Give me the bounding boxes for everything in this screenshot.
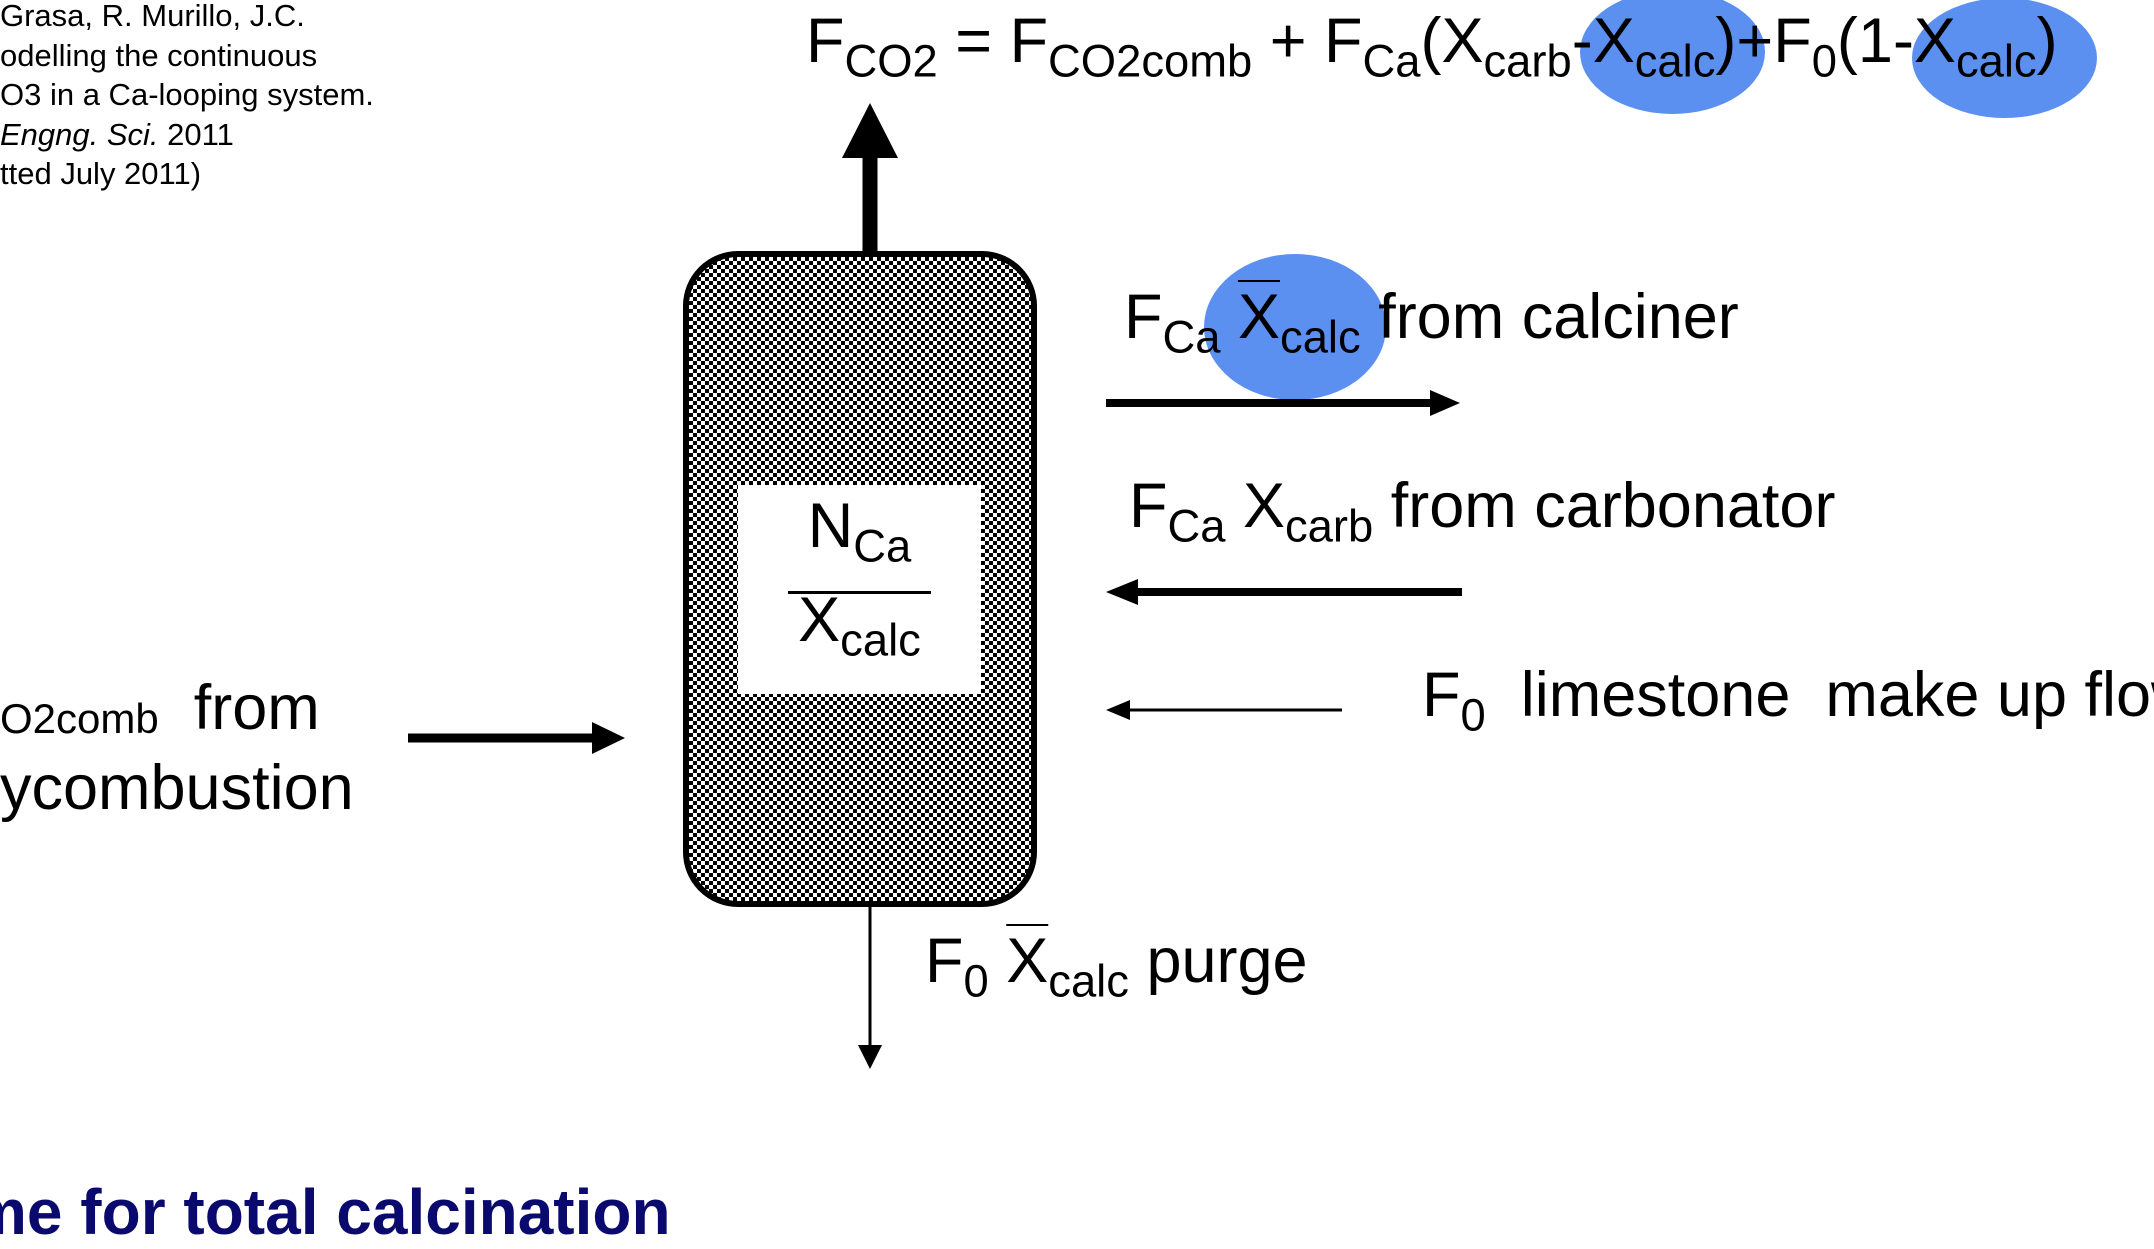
purge-flow-label: F0 Xcalc purge: [925, 926, 1308, 1007]
highlight-ellipse: [1580, 0, 1765, 114]
makeup-in-arrow: [1106, 700, 1342, 720]
fraction-denominator: Xcalc: [798, 585, 921, 666]
reference-citation: Grasa, R. Murillo, J.C. odelling the con…: [0, 0, 374, 194]
section-heading: me for total calcination: [0, 1176, 671, 1248]
ref-line: O3 in a Ca-looping system.: [0, 77, 374, 112]
ref-line: Grasa, R. Murillo, J.C.: [0, 0, 305, 33]
co2-outlet-arrow: [842, 103, 898, 252]
combustion-in-arrow: [408, 722, 625, 754]
makeup-flow-label: F0 limestone make up flow: [1422, 660, 2154, 741]
calciner-out-arrow: [1106, 390, 1460, 416]
combustion-flow-label: O2comb from ycombustion: [0, 673, 354, 823]
reactor-label-box: [738, 485, 981, 694]
ref-line: odelling the continuous: [0, 37, 318, 73]
fraction-bar: [788, 591, 931, 594]
carbonator-flow-label: FCa Xcarb from carbonator: [1129, 471, 1836, 552]
purge-arrow: [858, 905, 882, 1069]
ref-line: Engng. Sci. 2011: [0, 115, 374, 155]
carbonator-in-arrow: [1106, 579, 1462, 605]
fraction-numerator: NCa: [807, 491, 912, 572]
reactor-fraction: NCa Xcalc: [738, 490, 981, 666]
flow-arrows: [408, 103, 1462, 1069]
ref-line: tted July 2011): [0, 156, 202, 191]
highlight-ellipse: [1912, 0, 2097, 118]
calciner-flow-label: FCa Xcalc from calciner: [1124, 282, 1739, 363]
ref-year: 2011: [167, 116, 234, 152]
highlight-ellipse: [1204, 254, 1386, 400]
co2-balance-equation: FCO2 = FCO2comb + FCa(Xcarb-Xcalc)+F0(1-…: [806, 6, 2058, 87]
journal-name: Engng. Sci.: [0, 116, 159, 152]
